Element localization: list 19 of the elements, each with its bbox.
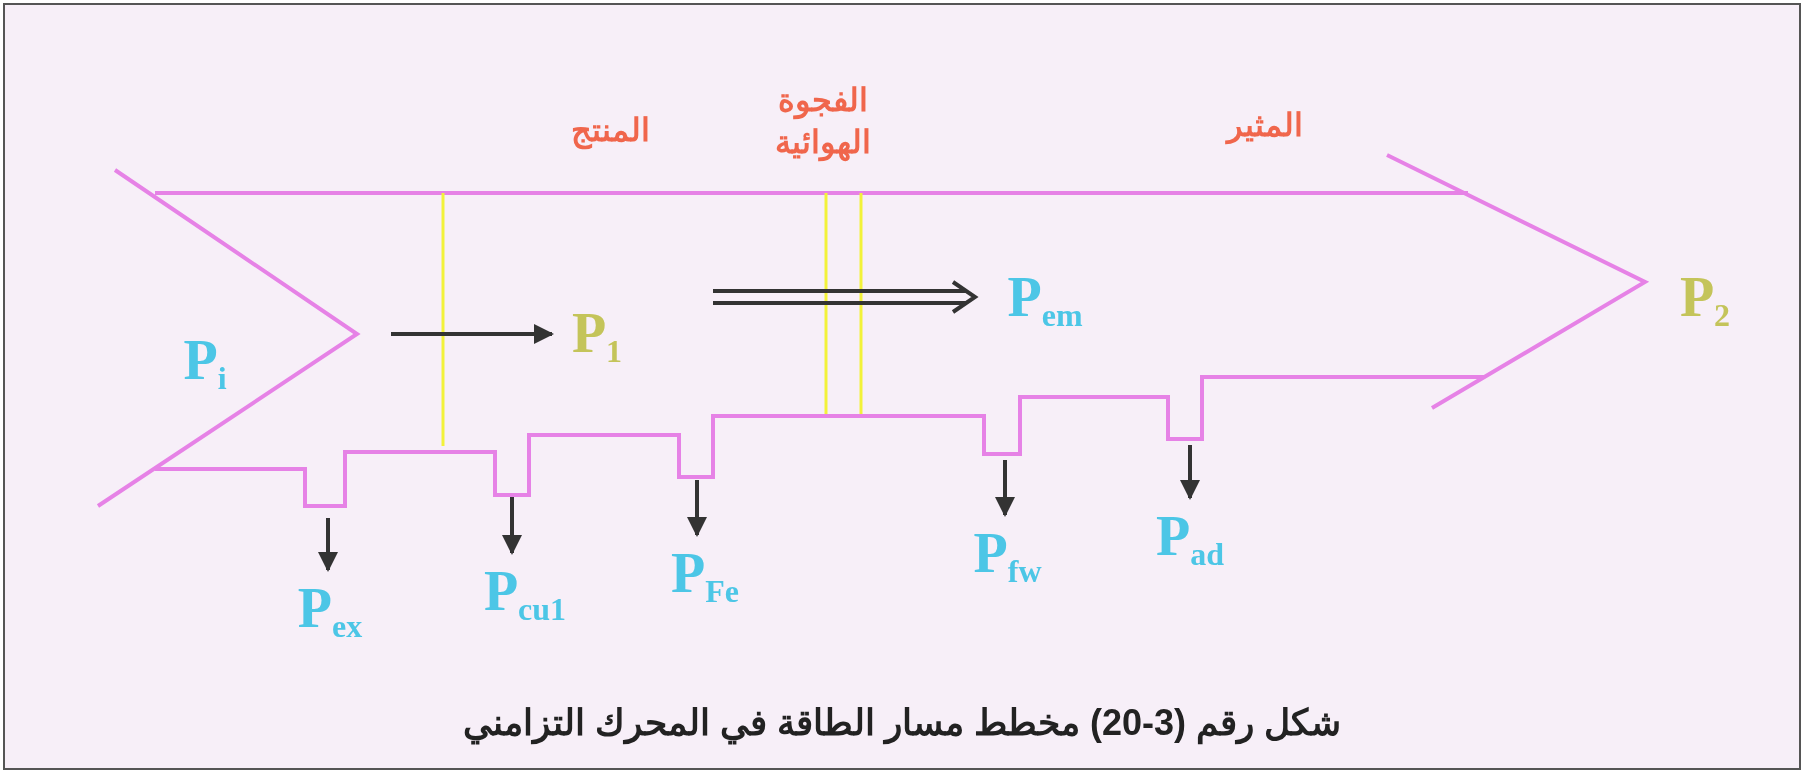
arrow	[687, 480, 707, 537]
region-label: المنتج	[569, 111, 651, 152]
power-symbol: P$_{fw}$	[973, 524, 1042, 581]
double-arrow	[711, 280, 979, 314]
power-symbol: P$_{cu1}$	[483, 562, 567, 619]
power-symbol: P$_{2}$	[1679, 269, 1731, 325]
power-symbol: P$_{em}$	[1007, 269, 1083, 325]
arrow	[318, 518, 338, 572]
arrow	[391, 324, 554, 344]
power-symbol: P$_{ex}$	[297, 579, 363, 636]
power-symbol: P$_{Fe}$	[671, 544, 739, 601]
power-symbol: P$_{1}$	[571, 305, 623, 361]
arrow	[502, 497, 522, 555]
power-symbol: P$_{ad}$	[1156, 507, 1224, 564]
arrow	[995, 460, 1015, 517]
arrow	[1180, 445, 1200, 500]
region-label: الفجوة الهوائية	[774, 81, 872, 164]
region-label: المثير	[1224, 106, 1304, 147]
power-symbol: P$_{i}$	[183, 332, 227, 388]
